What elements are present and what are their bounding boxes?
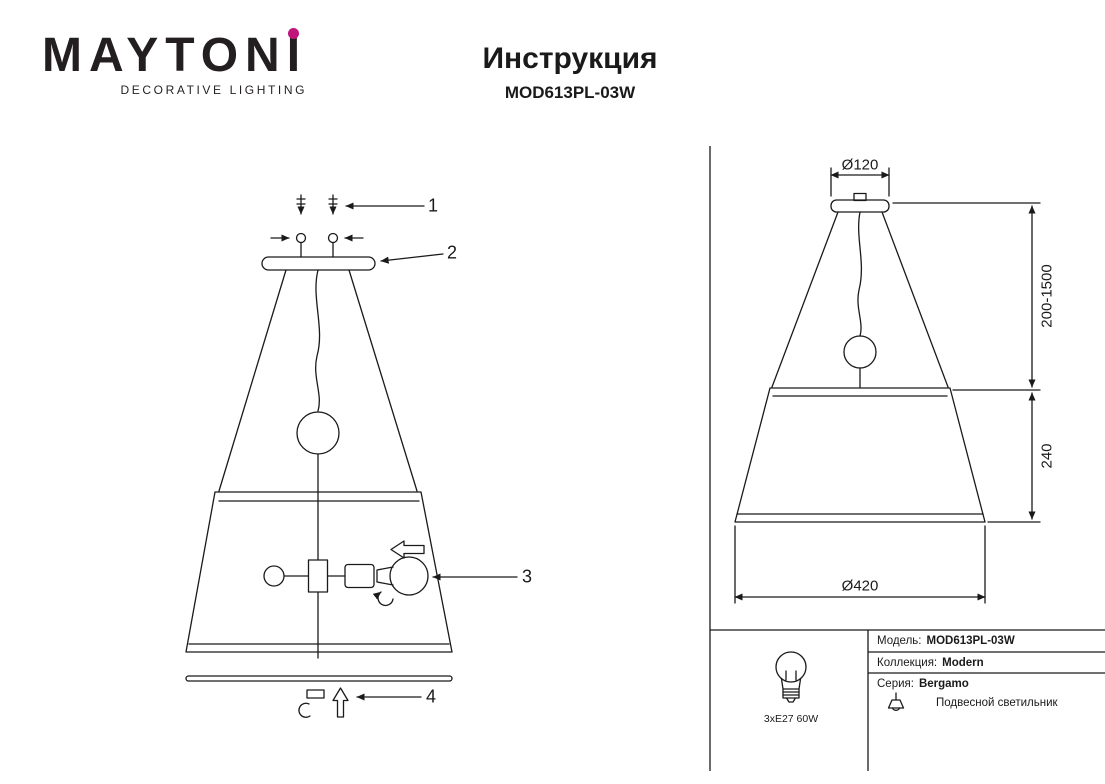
logo-dot xyxy=(288,28,300,39)
canopy-part xyxy=(261,256,376,271)
leader-2 xyxy=(380,253,444,264)
dim-shade-diameter-label: Ø420 xyxy=(841,577,879,595)
bulb-drawing xyxy=(389,556,429,596)
socket-bulb-part xyxy=(263,540,429,607)
page-title: Инструкция xyxy=(482,42,658,75)
spec-row-model: Модель: MOD613PL-03W xyxy=(877,630,1015,652)
decor-ball xyxy=(296,411,340,455)
dim-suspension-height-label: 200-1500 xyxy=(1038,264,1056,328)
dim-shade-height-label: 240 xyxy=(1038,443,1056,469)
insert-arrow xyxy=(390,540,425,559)
callout-3-label: 3 xyxy=(521,566,533,587)
model-number: MOD613PL-03W xyxy=(504,83,636,102)
rotate-arrow xyxy=(372,591,394,607)
spec-value-model: MOD613PL-03W xyxy=(926,635,1015,647)
power-cable xyxy=(315,269,321,412)
spec-label-series: Серия: xyxy=(877,678,914,690)
mounting-screws-part xyxy=(270,194,364,258)
diffuser-part xyxy=(185,675,453,718)
callout-4-label: 4 xyxy=(425,686,437,707)
fixture-type-label: Подвесной светильник xyxy=(936,697,1058,709)
spec-row-series: Серия: Bergamo xyxy=(877,673,969,695)
dim-canopy-diameter-label: Ø120 xyxy=(841,156,879,174)
lamp-spec-label: 3xE27 60W xyxy=(763,713,819,725)
dimension-drawing xyxy=(734,167,1041,604)
up-arrow xyxy=(332,687,349,718)
logo-tagline: DECORATIVE LIGHTING xyxy=(120,83,308,97)
lamp-shade xyxy=(185,491,453,653)
pendant-type-icon xyxy=(887,692,905,711)
spec-row-collection: Коллекция: Modern xyxy=(877,652,984,673)
spec-label-model: Модель: xyxy=(877,635,922,647)
brand-logo: MAYTONI DECORATIVE LIGHTING xyxy=(42,28,308,97)
callout-2-label: 2 xyxy=(446,242,458,263)
spec-label-collection: Коллекция: xyxy=(877,656,938,669)
assembly-drawing xyxy=(185,194,518,718)
bulb-icon xyxy=(775,651,807,703)
header: Инструкция MOD613PL-03W xyxy=(440,42,700,103)
table-grid xyxy=(709,146,1105,771)
callout-1-label: 1 xyxy=(427,195,439,216)
logo-wordmark: MAYTONI xyxy=(42,29,308,82)
spec-value-series: Bergamo xyxy=(918,678,969,690)
spec-value-collection: Modern xyxy=(942,656,984,669)
